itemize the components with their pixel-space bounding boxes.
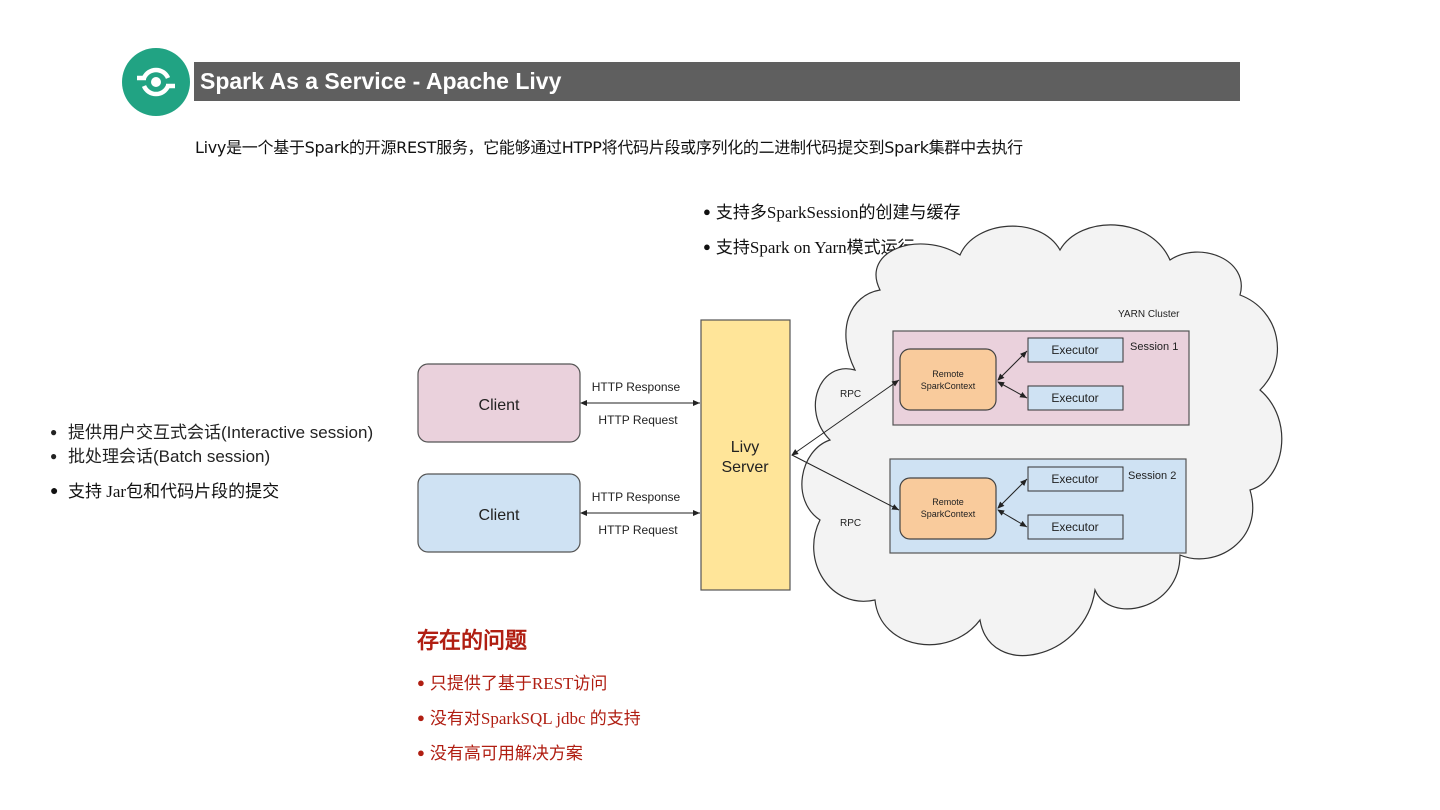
executor: [1027, 337, 1124, 363]
bullet-icon: ●: [417, 675, 425, 690]
sync-circle-icon: [137, 67, 175, 97]
executor-arrow: [997, 478, 1028, 509]
http-request-label: HTTP Request: [598, 523, 678, 537]
list-item: ● 批处理会话(Batch session): [50, 442, 270, 467]
executor-label: Executor: [1051, 472, 1098, 486]
list-item-text: 批处理会话(Batch session): [68, 447, 271, 466]
rpc-label-2: RPC: [840, 518, 861, 529]
executor-label: Executor: [1051, 343, 1098, 357]
list-item-text: 提供用户交互式会话(Interactive session): [68, 423, 374, 442]
executor-label: Executor: [1051, 391, 1098, 405]
executor-label: Executor: [1051, 520, 1098, 534]
list-item: ● 没有对SparkSQL jdbc 的支持: [417, 704, 641, 729]
remote-sparkcontext: [899, 477, 997, 540]
issues-title: 存在的问题: [417, 629, 528, 654]
list-item-text: 支持多SparkSession的创建与缓存: [715, 203, 961, 222]
executor-arrow: [997, 350, 1028, 381]
rpc-arrow-session-1: [791, 379, 900, 456]
bullet-icon: ●: [703, 204, 711, 219]
page-title: Spark As a Service - Apache Livy: [200, 68, 562, 94]
executor: [1027, 514, 1124, 540]
logo-icon: [122, 48, 190, 116]
remote-sparkcontext: [899, 348, 997, 411]
executor: [1027, 385, 1124, 411]
intro-text: Livy是一个基于Spark的开源REST服务，它能够通过HTPP将代码片段或序…: [195, 138, 1023, 157]
yarn-cluster-cloud: [801, 224, 1283, 656]
client-label: Client: [479, 507, 520, 524]
context-label-line2: SparkContext: [921, 381, 976, 391]
list-item: ● 支持 Jar包和代码片段的提交: [50, 477, 279, 502]
list-item: ● 只提供了基于REST访问: [417, 669, 607, 694]
list-item-text: 支持Spark on Yarn模式运行: [715, 238, 915, 257]
rpc-arrow-session-2: [791, 454, 900, 511]
session-1: Session 1 Remote SparkContext Executor E…: [892, 330, 1190, 426]
bullet-icon: ●: [50, 484, 59, 499]
cluster-label: YARN Cluster: [1118, 309, 1180, 320]
list-item-text: 没有高可用解决方案: [429, 744, 583, 763]
context-label-line2: SparkContext: [921, 509, 976, 519]
bullet-icon: ●: [417, 745, 425, 760]
bullet-icon: ●: [50, 425, 58, 439]
list-item: ● 提供用户交互式会话(Interactive session): [50, 418, 373, 443]
title-bar: Spark As a Service - Apache Livy: [194, 62, 1240, 101]
http-request-label: HTTP Request: [598, 413, 678, 427]
executor: [1027, 466, 1124, 492]
executor-arrow: [997, 509, 1028, 528]
server-label-line1: Livy: [731, 439, 759, 456]
http-response-label: HTTP Response: [592, 380, 681, 394]
session-2: Session 2 Remote SparkContext Executor E…: [889, 458, 1187, 554]
session-label: Session 1: [1130, 341, 1178, 353]
session-label: Session 2: [1128, 470, 1176, 482]
list-item-text: 没有对SparkSQL jdbc 的支持: [429, 709, 641, 728]
context-label-line1: Remote: [932, 497, 964, 507]
list-item-text: 支持 Jar包和代码片段的提交: [68, 482, 280, 501]
list-item: ● 支持Spark on Yarn模式运行: [703, 233, 915, 258]
client-label: Client: [479, 397, 520, 414]
list-item-text: 只提供了基于REST访问: [429, 674, 608, 693]
list-item: ● 没有高可用解决方案: [417, 739, 583, 764]
executor-arrow: [997, 381, 1028, 399]
bullet-icon: ●: [703, 239, 711, 254]
server-label-line2: Server: [721, 459, 769, 476]
livy-server: [700, 319, 791, 591]
context-label-line1: Remote: [932, 369, 964, 379]
bullet-icon: ●: [50, 449, 58, 463]
http-response-label: HTTP Response: [592, 490, 681, 504]
rpc-label-1: RPC: [840, 389, 861, 400]
bullet-icon: ●: [417, 710, 425, 725]
list-item: ● 支持多SparkSession的创建与缓存: [703, 198, 960, 223]
